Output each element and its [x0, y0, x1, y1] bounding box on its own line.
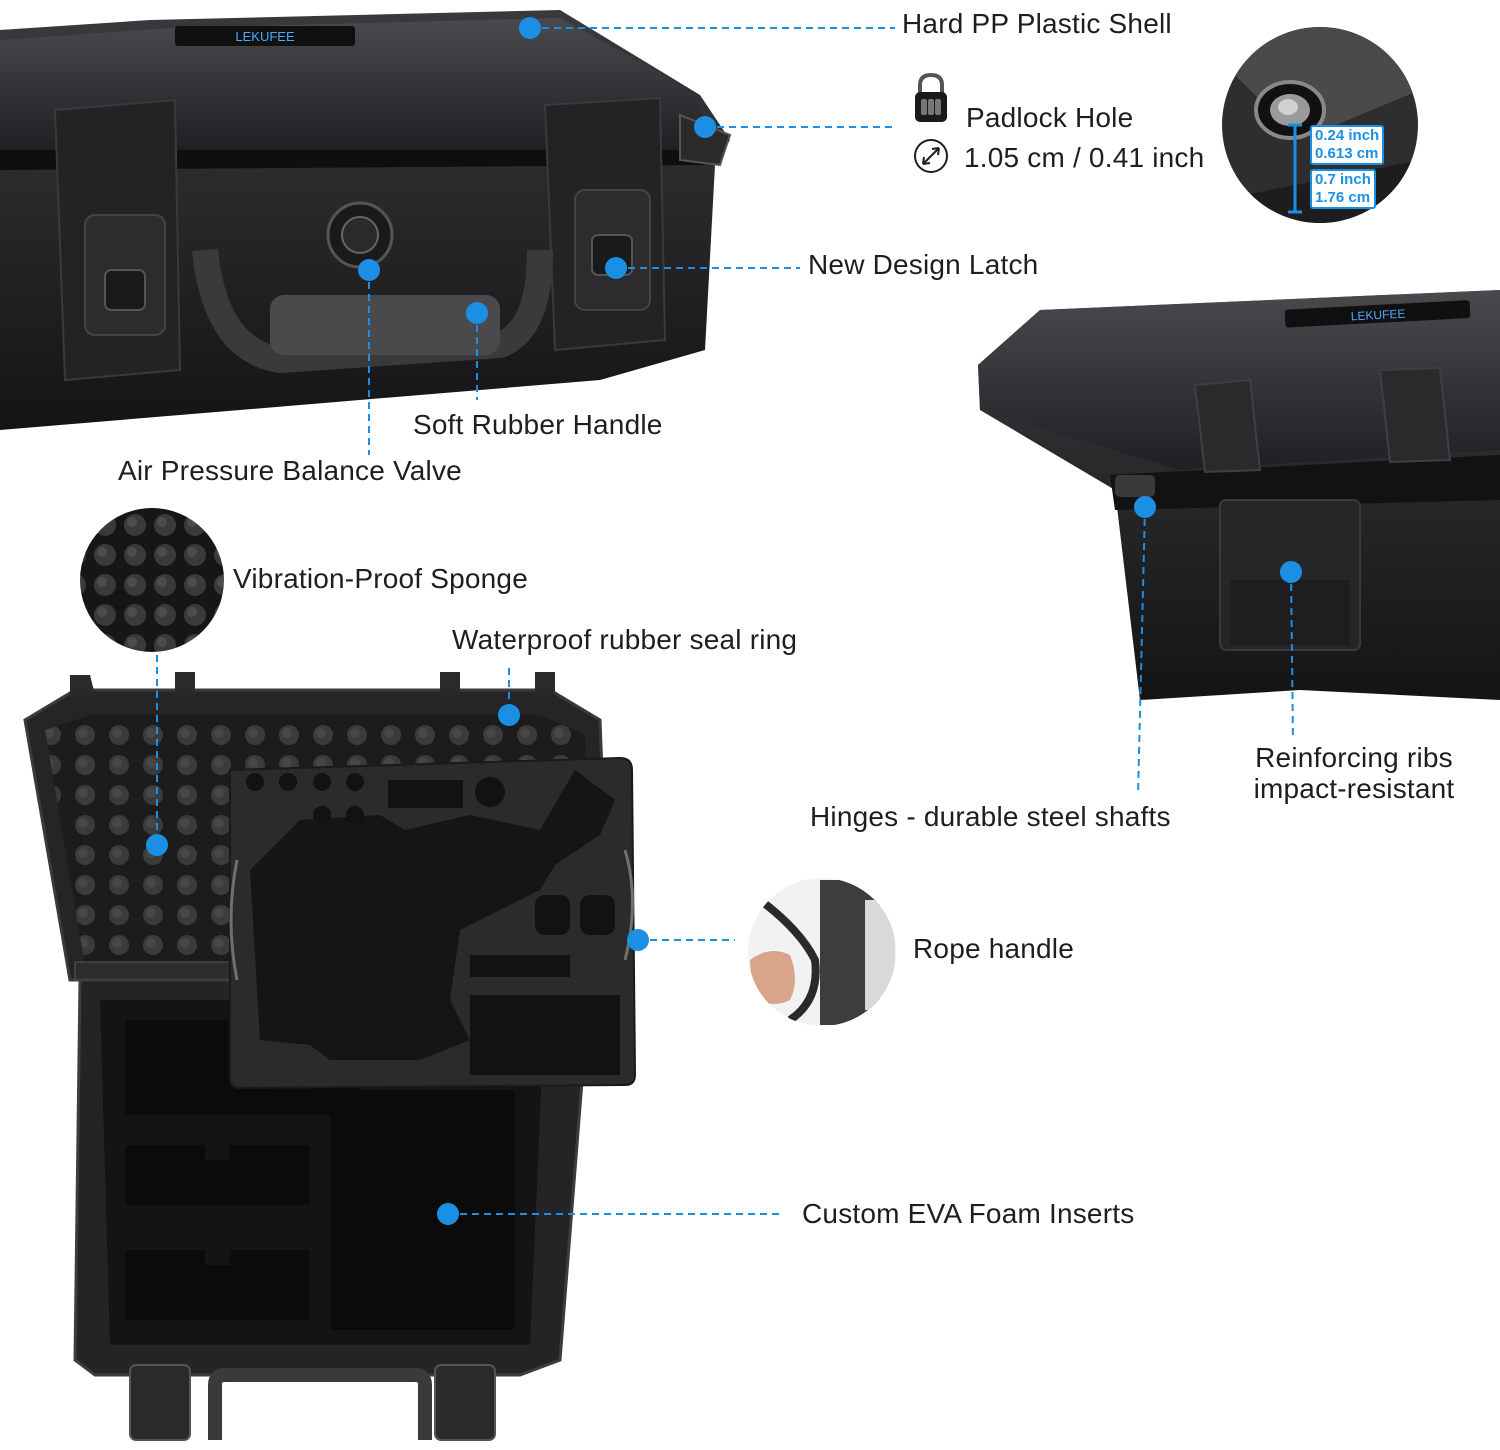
combination-lock-icon [912, 72, 950, 130]
label-seal-ring: Waterproof rubber seal ring [452, 624, 798, 655]
label-pressure-valve: Air Pressure Balance Valve [118, 455, 462, 486]
label-padlock-size: 1.05 cm / 0.41 inch [964, 142, 1205, 173]
width-inch-value: 0.7 inch [1315, 171, 1371, 188]
label-ribs: Reinforcing ribs impact-resistant [1240, 742, 1468, 804]
label-foam-inserts: Custom EVA Foam Inserts [802, 1198, 1135, 1229]
depth-inch-value: 0.24 inch [1315, 127, 1380, 144]
label-latch: New Design Latch [808, 249, 1039, 280]
dimension-badge-width: 0.7 inch 1.76 cm [1310, 169, 1376, 209]
label-hard-shell: Hard PP Plastic Shell [902, 8, 1172, 39]
label-hinges: Hinges - durable steel shafts [810, 801, 1171, 832]
sponge-detail-photo [80, 508, 224, 652]
brand-logo-right: LEKUFEE [1350, 307, 1405, 324]
label-ribs-line2: impact-resistant [1253, 773, 1455, 804]
dimension-badge-depth: 0.24 inch 0.613 cm [1310, 125, 1385, 165]
label-ribs-line1: Reinforcing ribs [1255, 742, 1453, 773]
label-sponge: Vibration-Proof Sponge [233, 563, 528, 594]
open-case [23, 672, 637, 1441]
closed-case-back: LEKUFEE [978, 290, 1500, 700]
label-rope-handle: Rope handle [913, 933, 1074, 964]
rope-handle-detail-photo [748, 878, 896, 1026]
width-cm-value: 1.76 cm [1315, 189, 1371, 206]
depth-cm-value: 0.613 cm [1315, 145, 1379, 162]
label-padlock-hole: Padlock Hole [966, 102, 1134, 133]
callout-markers [146, 17, 1302, 1225]
diameter-icon [912, 137, 950, 180]
label-rubber-handle: Soft Rubber Handle [413, 409, 663, 440]
brand-logo-top: LEKUFEE [235, 29, 295, 44]
closed-case-front: LEKUFEE [0, 10, 732, 430]
